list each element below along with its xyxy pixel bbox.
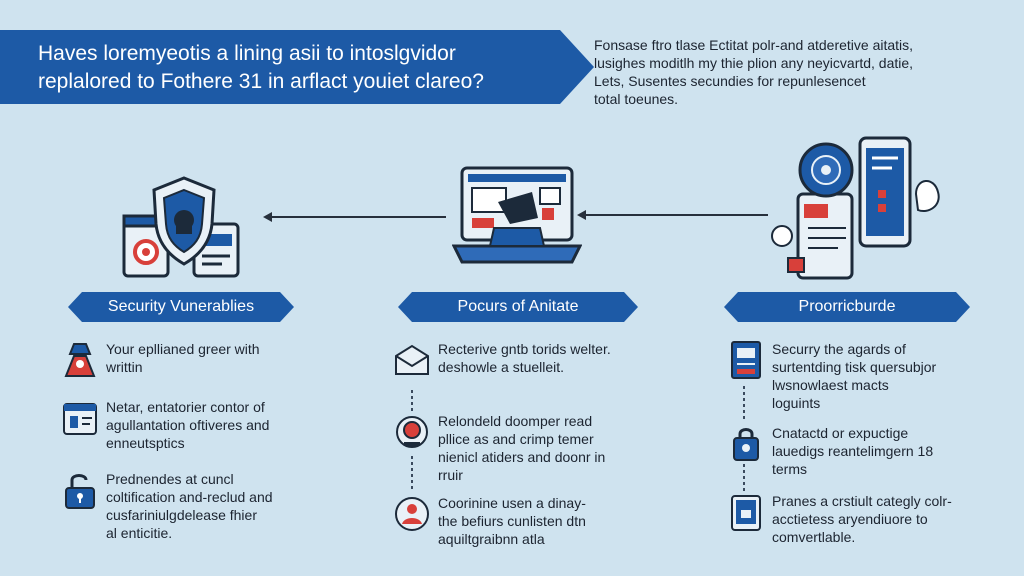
tablet-lock-icon — [731, 495, 761, 531]
item-line: coltification and-reclud and — [106, 489, 273, 505]
intro-line: lusighes moditlh my thie plion any neyic… — [594, 55, 914, 71]
item-line: aquiltgraibnn atla — [438, 531, 545, 547]
item-line: al enticitie. — [106, 525, 173, 541]
document-box-icon — [395, 344, 429, 375]
item-connector — [743, 386, 745, 422]
title-line-2: replalored to Fothere 31 in arflact youi… — [38, 70, 484, 93]
security-camera-icon — [396, 416, 428, 448]
item-text: Prednendes at cuncl coltification and-re… — [106, 470, 336, 542]
item-connector — [411, 390, 413, 414]
item-line: Cnatactd or expuctige — [772, 425, 909, 441]
page-title: Haves loremyeotis a lining asii to intos… — [38, 40, 538, 96]
intro-line: Fonsase ftro tlase Ectitat polr-and atde… — [594, 37, 914, 53]
item-line: enneutsptics — [106, 435, 185, 451]
item-line: lauedigs reantelimgern 18 — [772, 443, 934, 459]
secure-document-icon — [731, 341, 761, 379]
column-heading-text: Proorricburde — [798, 298, 896, 315]
item-text: Coorinine usen a dinay- the befiurs cunl… — [438, 494, 668, 548]
title-banner: Haves loremyeotis a lining asii to intos… — [0, 30, 594, 104]
flow-arrow-line — [584, 214, 768, 216]
item-line: surtentding tisk quersubjor — [772, 359, 937, 375]
flow-arrow-line — [270, 216, 446, 218]
item-line: Relondeld doomper read — [438, 413, 593, 429]
item-line: Securry the agards of — [772, 341, 906, 357]
intro-line: total toeunes. — [594, 91, 679, 107]
laptop-illustration — [452, 166, 582, 264]
item-text: Recterive gntb torids welter. deshowle a… — [438, 340, 668, 376]
item-line: the befiurs cunlisten dtn — [438, 513, 586, 529]
item-line: acctietess aryendiuore to — [772, 511, 928, 527]
intro-paragraph: Fonsase ftro tlase Ectitat polr-and atde… — [594, 36, 1004, 108]
item-line: loguints — [772, 395, 821, 411]
item-text: Cnatactd or expuctige lauedigs reantelim… — [772, 424, 1002, 478]
item-line: deshowle a stuelleit. — [438, 359, 565, 375]
item-line: agullantation oftiveres and — [106, 417, 270, 433]
item-line: pllice as and crimp temer — [438, 431, 594, 447]
browser-shield-icon — [63, 403, 97, 435]
item-line: Pranes a crstiult categly colr- — [772, 493, 952, 509]
item-connector — [743, 464, 745, 492]
shield-computer-illustration — [122, 176, 240, 278]
column-heading-proorricburde: Proorricburde — [724, 292, 970, 322]
column-heading-text: Pocurs of Anitate — [457, 298, 579, 315]
item-line: nienicl atiders and doonr in — [438, 449, 606, 465]
intro-line: Lets, Susentes secundies for repunlesenc… — [594, 73, 866, 89]
mobile-devices-illustration — [771, 136, 940, 280]
item-text: Relondeld doomper read pllice as and cri… — [438, 412, 668, 484]
column-heading-security: Security Vunerablies — [68, 292, 294, 322]
item-text: Securry the agards of surtentding tisk q… — [772, 340, 1002, 412]
flow-arrow-head — [577, 210, 586, 220]
item-text: Pranes a crstiult categly colr- acctiete… — [772, 492, 1002, 546]
flow-arrow-head — [263, 212, 272, 222]
column-heading-pocurs: Pocurs of Anitate — [398, 292, 638, 322]
item-line: terms — [772, 461, 807, 477]
item-connector — [411, 456, 413, 492]
title-line-1: Haves loremyeotis a lining asii to intos… — [38, 42, 456, 65]
item-line: Coorinine usen a dinay- — [438, 495, 586, 511]
user-shield-icon — [395, 497, 429, 531]
item-line: lwsnowlaest macts — [772, 377, 889, 393]
item-line: Prednendes at cuncl — [106, 471, 234, 487]
item-text: Netar, entatorier contor of agullantatio… — [106, 398, 336, 452]
item-line: Your epllianed greer with — [106, 341, 260, 357]
item-line: rruir — [438, 467, 463, 483]
item-line: cusfariniulgdelease fhier — [106, 507, 257, 523]
unlocked-padlock-icon — [65, 474, 95, 509]
column-heading-text: Security Vunerablies — [107, 298, 255, 315]
item-line: comvertlable. — [772, 529, 856, 545]
item-line: Recterive gntb torids welter. — [438, 341, 611, 357]
lock-badge-icon — [733, 428, 759, 461]
item-text: Your epllianed greer with writtin — [106, 340, 336, 376]
hacker-alert-icon — [64, 343, 96, 377]
item-line: Netar, entatorier contor of — [106, 399, 265, 415]
item-line: writtin — [106, 359, 143, 375]
